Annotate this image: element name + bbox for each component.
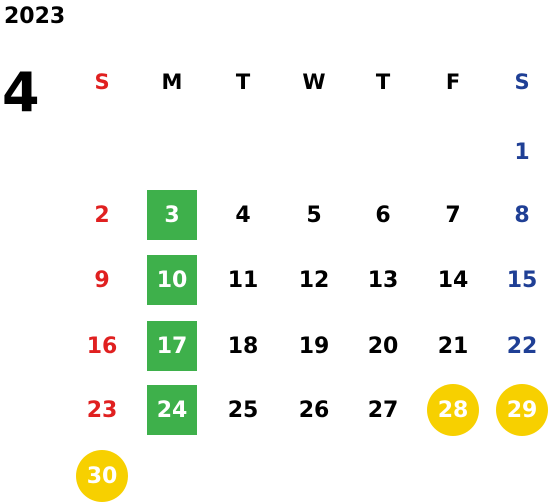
day-cell[interactable]: 4 (235, 202, 251, 228)
month-number: 4 (2, 61, 40, 124)
day-cell[interactable]: 16 (86, 333, 118, 359)
day-cell[interactable]: 8 (514, 202, 530, 228)
weekday-header: W (302, 70, 326, 94)
day-cell[interactable]: 19 (298, 333, 330, 359)
day-cell[interactable]: 9 (94, 267, 110, 293)
day-cell[interactable]: 24 (147, 385, 197, 435)
day-cell[interactable]: 20 (367, 333, 399, 359)
day-cell[interactable]: 5 (306, 202, 322, 228)
day-cell[interactable]: 23 (86, 397, 118, 423)
day-cell[interactable]: 10 (147, 255, 197, 305)
day-cell[interactable]: 29 (496, 384, 548, 436)
day-cell[interactable]: 30 (76, 450, 128, 502)
day-cell[interactable]: 6 (375, 202, 391, 228)
weekday-header: F (445, 70, 461, 94)
day-cell[interactable]: 2 (94, 202, 110, 228)
day-cell[interactable]: 15 (506, 267, 538, 293)
day-cell[interactable]: 18 (227, 333, 259, 359)
day-cell[interactable]: 27 (367, 397, 399, 423)
weekday-header: S (94, 70, 110, 94)
day-cell[interactable]: 12 (298, 267, 330, 293)
day-cell[interactable]: 11 (227, 267, 259, 293)
weekday-header: M (161, 70, 183, 94)
day-cell[interactable]: 17 (147, 321, 197, 371)
day-cell[interactable]: 21 (437, 333, 469, 359)
day-cell[interactable]: 3 (147, 190, 197, 240)
day-cell[interactable]: 28 (427, 384, 479, 436)
weekday-header: T (375, 70, 391, 94)
day-cell[interactable]: 26 (298, 397, 330, 423)
day-cell[interactable]: 25 (227, 397, 259, 423)
weekday-header: T (235, 70, 251, 94)
day-cell[interactable]: 1 (514, 139, 530, 165)
day-cell[interactable]: 7 (445, 202, 461, 228)
day-cell[interactable]: 22 (506, 333, 538, 359)
year-label: 2023 (4, 4, 66, 29)
day-cell[interactable]: 13 (367, 267, 399, 293)
day-cell[interactable]: 14 (437, 267, 469, 293)
weekday-header: S (514, 70, 530, 94)
